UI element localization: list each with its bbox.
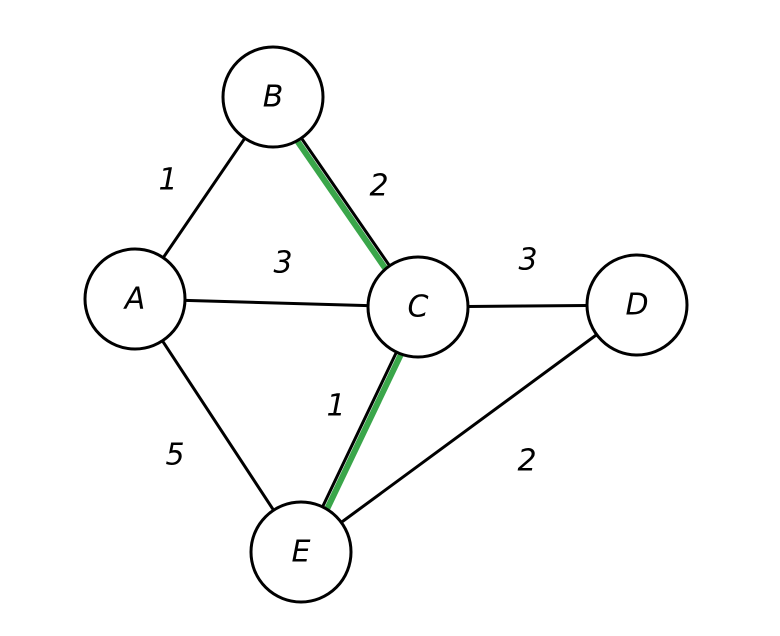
node-a: A — [83, 247, 187, 351]
edge-weight-b-c: 2 — [369, 169, 388, 204]
edge-highlight-c-e — [324, 352, 404, 511]
edges-layer — [160, 136, 599, 524]
edge-weight-a-c: 3 — [273, 246, 292, 281]
edge-weight-a-e: 5 — [165, 438, 184, 473]
node-circle-e — [249, 500, 353, 604]
node-circle-b — [221, 45, 325, 149]
node-circle-c — [366, 255, 470, 359]
node-label-d: D — [625, 288, 648, 323]
edge-highlight-b-c — [294, 139, 388, 271]
node-e: E — [249, 500, 353, 604]
node-label-b: B — [263, 80, 284, 115]
edge-weight-c-d: 3 — [518, 243, 537, 278]
edge-c-e — [321, 350, 398, 509]
node-circle-a — [83, 247, 187, 351]
node-label-c: C — [408, 290, 429, 325]
node-b: B — [221, 45, 325, 149]
edge-b-c — [299, 136, 392, 268]
nodes-layer: A B C D E — [83, 45, 689, 604]
node-label-e: E — [292, 535, 311, 570]
edge-a-e — [160, 339, 276, 512]
edge-weights-layer: 1 2 3 3 1 5 2 — [158, 163, 537, 479]
edge-d-e — [339, 333, 599, 524]
node-circle-d — [585, 253, 689, 357]
edge-c-d — [466, 303, 589, 309]
edge-weight-a-b: 1 — [158, 163, 177, 198]
edge-a-c — [183, 298, 370, 308]
node-label-a: A — [123, 282, 146, 317]
edge-a-b — [161, 136, 247, 260]
node-d: D — [585, 253, 689, 357]
edge-weight-c-e: 1 — [326, 389, 345, 424]
node-c: C — [366, 255, 470, 359]
edge-weight-d-e: 2 — [517, 444, 536, 479]
